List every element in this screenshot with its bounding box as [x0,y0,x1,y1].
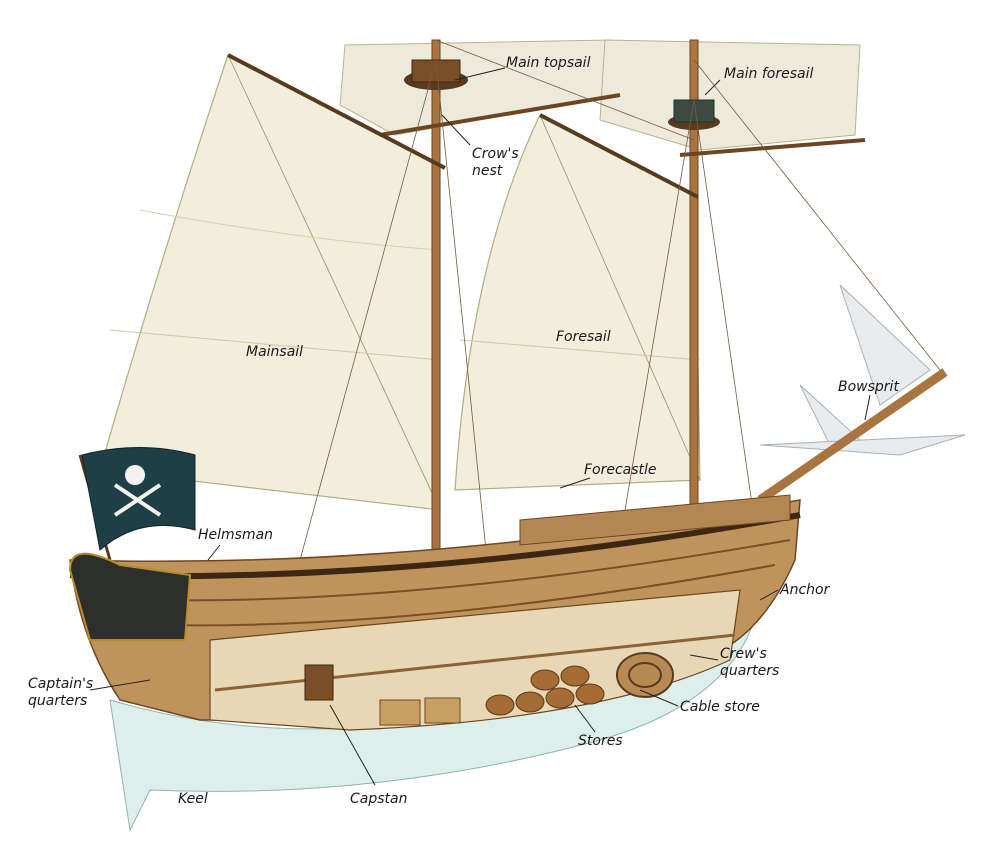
label-main-foresail: Main foresail [724,66,814,82]
label-helmsman: Helmsman [198,527,274,543]
label-foresail: Foresail [556,329,611,345]
leader-lines [89,67,871,786]
label-captains-quarters: Captain's quarters [28,676,93,710]
rigging [299,39,941,591]
foresail-sail [454,114,701,491]
masts [227,39,948,601]
label-keel: Keel [178,791,208,807]
label-captains-quarters-line1: Captain's [28,676,94,692]
label-capstan: Capstan [350,791,408,807]
label-crows-nest: Crow's nest [472,146,519,180]
hull-cutaway [209,589,741,731]
label-mainsail: Mainsail [246,344,304,360]
label-bowsprit: Bowsprit [838,379,899,395]
label-crews-quarters-line1: Crew's [720,646,767,662]
label-crews-quarters: Crew's quarters [720,646,779,680]
main-foresail-sail [599,39,861,151]
label-crews-quarters-line2: quarters [720,663,780,679]
label-captains-quarters-line2: quarters [28,693,88,709]
label-stores: Stores [578,733,623,749]
label-main-topsail: Main topsail [506,55,591,71]
pirate-flag [78,447,196,561]
label-crows-nest-line1: Crow's [472,146,519,162]
label-forecastle: Forecastle [584,462,657,478]
label-anchor: Anchor [780,582,830,598]
label-crows-nest-line2: nest [472,163,503,179]
jib-sails [759,284,966,456]
label-cable-store: Cable store [680,699,760,715]
